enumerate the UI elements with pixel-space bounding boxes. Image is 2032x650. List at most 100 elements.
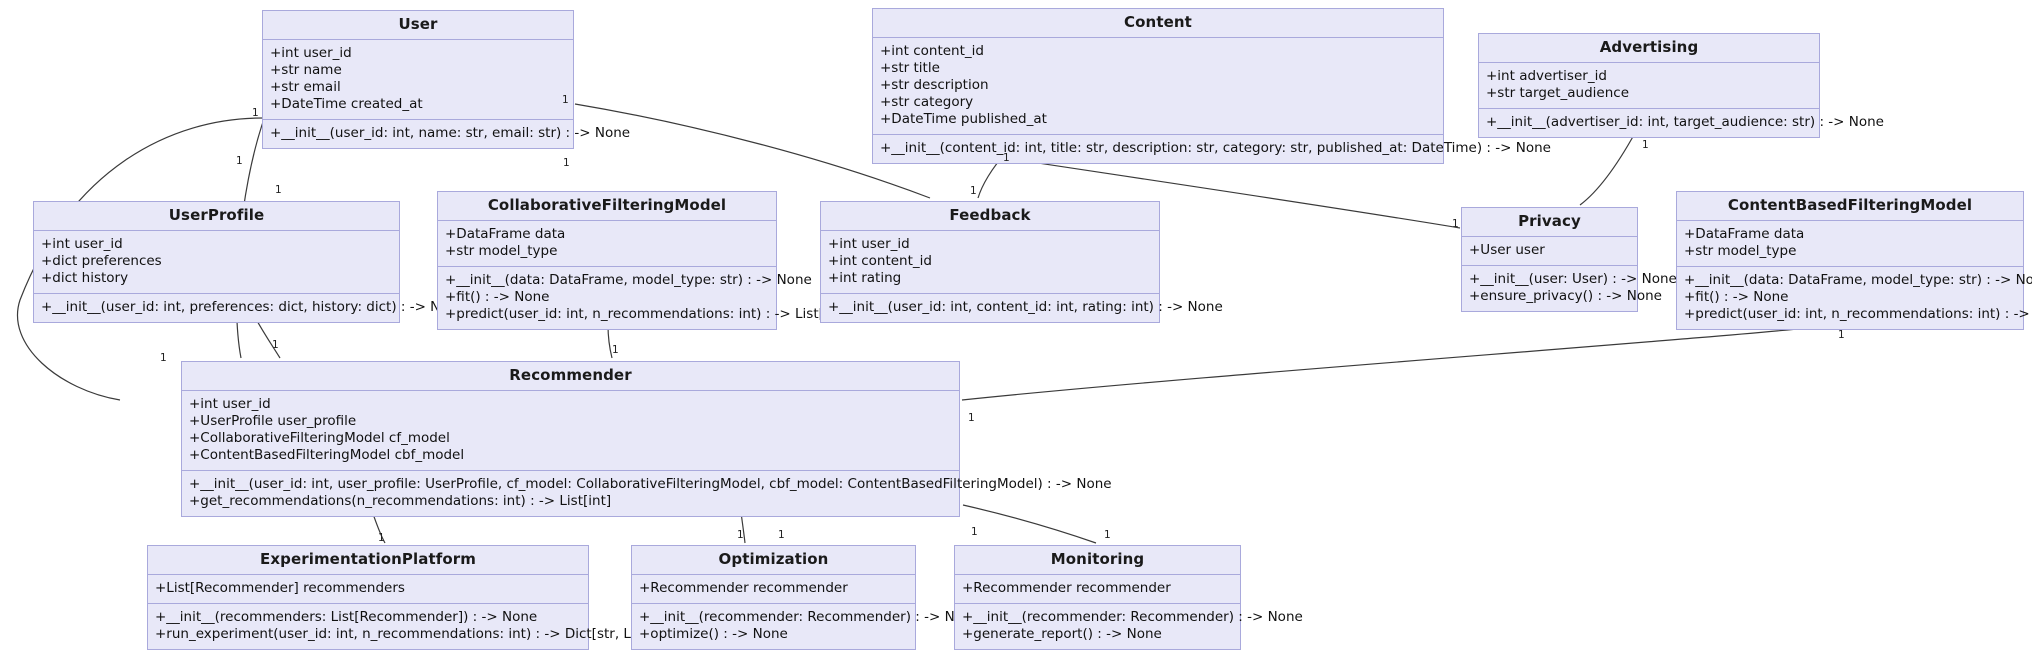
multiplicity-label: 1 xyxy=(778,529,785,541)
uml-attributes-section: +DataFrame data+str model_type xyxy=(438,221,776,268)
multiplicity-label: 1 xyxy=(563,157,570,169)
uml-class-title: User xyxy=(263,11,573,41)
uml-attributes-section: +List[Recommender] recommenders xyxy=(148,575,588,605)
multiplicity-label: 1 xyxy=(1452,218,1459,230)
multiplicity-label: 1 xyxy=(1003,152,1010,164)
multiplicity-label: 1 xyxy=(968,412,975,424)
uml-class-advertising[interactable]: Advertising+int advertiser_id+str target… xyxy=(1478,33,1884,139)
uml-attribute-row: +int user_id xyxy=(270,45,352,62)
uml-attribute-row: +Recommender recommender xyxy=(639,580,848,597)
uml-methods-section: +__init__(data: DataFrame, model_type: s… xyxy=(1677,267,2032,329)
uml-method-row: +generate_report() : -> None xyxy=(962,626,1162,643)
uml-methods-section: +__init__(user_id: int, preferences: dic… xyxy=(34,294,466,322)
uml-attribute-row: +str email xyxy=(270,79,341,96)
uml-class-title: Privacy xyxy=(1462,208,1637,238)
uml-class-title: Monitoring xyxy=(955,546,1240,576)
multiplicity-label: 1 xyxy=(562,94,569,106)
uml-method-row: +__init__(content_id: int, title: str, d… xyxy=(880,140,1551,157)
uml-attributes-section: +User user xyxy=(1462,237,1637,267)
multiplicity-label: 1 xyxy=(970,185,977,197)
uml-attribute-row: +str name xyxy=(270,62,342,79)
uml-attribute-row: +List[Recommender] recommenders xyxy=(155,580,405,597)
uml-attribute-row: +DataFrame data xyxy=(1684,226,1805,243)
uml-attribute-row: +ContentBasedFilteringModel cbf_model xyxy=(189,447,465,464)
uml-method-row: +__init__(recommender: Recommender) : ->… xyxy=(962,609,1303,626)
uml-attribute-row: +int user_id xyxy=(41,236,123,253)
multiplicity-label: 1 xyxy=(252,107,259,119)
uml-methods-section: +__init__(advertiser_id: int, target_aud… xyxy=(1479,109,1884,137)
uml-methods-section: +__init__(user_id: int, content_id: int,… xyxy=(821,294,1223,322)
uml-attribute-row: +str target_audience xyxy=(1486,85,1630,102)
uml-class-title: Optimization xyxy=(632,546,915,576)
uml-class-privacy[interactable]: Privacy +User user +__init__(user: User) :… xyxy=(1461,207,1677,313)
uml-attribute-row: +DataFrame data xyxy=(445,226,566,243)
multiplicity-label: 1 xyxy=(1104,529,1111,541)
uml-attribute-row: +Recommender recommender xyxy=(962,580,1171,597)
uml-attribute-row: +dict preferences xyxy=(41,253,162,270)
multiplicity-label: 1 xyxy=(236,155,243,167)
uml-method-row: +__init__(data: DataFrame, model_type: s… xyxy=(1684,272,2032,289)
uml-method-row: +__init__(user_id: int, content_id: int,… xyxy=(828,299,1223,316)
uml-attributes-section: +int user_id+UserProfile user_profile+Co… xyxy=(182,391,959,472)
uml-class-title: ContentBasedFilteringModel xyxy=(1677,192,2023,222)
uml-methods-section: +__init__(recommender: Recommender) : ->… xyxy=(632,604,980,649)
multiplicity-label: 1 xyxy=(378,532,385,544)
uml-class-monitoring[interactable]: Monitoring +Recommender recommender +__ini… xyxy=(954,545,1303,650)
uml-attribute-row: +str model_type xyxy=(445,243,558,260)
uml-class-title: Feedback xyxy=(821,202,1159,232)
uml-class-user[interactable]: User+int user_id+str name+str email+Date… xyxy=(262,10,630,150)
uml-attribute-row: +User user xyxy=(1469,242,1545,259)
uml-attribute-row: +str category xyxy=(880,94,974,111)
multiplicity-label: 1 xyxy=(1642,139,1649,151)
uml-edge xyxy=(961,324,1839,401)
uml-methods-section: +__init__(recommenders: List[Recommender… xyxy=(148,604,681,649)
uml-method-row: +fit() : -> None xyxy=(445,289,550,306)
uml-class-cbfmodel[interactable]: ContentBasedFilteringModel +DataFrame dat… xyxy=(1676,191,2032,331)
uml-class-content[interactable]: Content+int content_id+str title+str des… xyxy=(872,8,1551,165)
uml-method-row: +get_recommendations(n_recommendations: … xyxy=(189,493,612,510)
uml-methods-section: +__init__(data: DataFrame, model_type: s… xyxy=(438,267,847,329)
uml-method-row: +__init__(data: DataFrame, model_type: s… xyxy=(445,272,812,289)
uml-methods-section: +__init__(user_id: int, name: str, email… xyxy=(263,120,630,148)
uml-methods-section: +__init__(user: User) : -> None+ensure_p… xyxy=(1462,266,1677,311)
uml-attribute-row: +str model_type xyxy=(1684,243,1797,260)
uml-class-feedback[interactable]: Feedback+int user_id+int content_id+int … xyxy=(820,201,1223,324)
uml-method-row: +__init__(user_id: int, preferences: dic… xyxy=(41,299,466,316)
multiplicity-label: 1 xyxy=(275,184,282,196)
multiplicity-label: 1 xyxy=(971,526,978,538)
uml-attributes-section: +int advertiser_id+str target_audience xyxy=(1479,63,1819,110)
multiplicity-label: 1 xyxy=(737,529,744,541)
uml-method-row: +predict(user_id: int, n_recommendations… xyxy=(445,306,847,323)
uml-method-row: +__init__(user: User) : -> None xyxy=(1469,271,1677,288)
uml-class-experimentation[interactable]: ExperimentationPlatform +List[Recommender… xyxy=(147,545,681,650)
uml-method-row: +predict(user_id: int, n_recommendations… xyxy=(1684,306,2032,323)
uml-method-row: +__init__(recommenders: List[Recommender… xyxy=(155,609,538,626)
uml-attribute-row: +str title xyxy=(880,60,940,77)
multiplicity-label: 1 xyxy=(160,352,167,364)
uml-class-userprofile[interactable]: UserProfile+int user_id+dict preferences… xyxy=(33,201,466,324)
uml-attributes-section: +int user_id+str name+str email+DateTime… xyxy=(263,40,573,121)
uml-attributes-section: +int user_id+dict preferences+dict histo… xyxy=(34,231,399,295)
uml-class-cfmodel[interactable]: CollaborativeFilteringModel+DataFrame da… xyxy=(437,191,847,331)
uml-class-optimization[interactable]: Optimization +Recommender recommender +__i… xyxy=(631,545,980,650)
uml-methods-section: +__init__(content_id: int, title: str, d… xyxy=(873,135,1551,163)
uml-method-row: +ensure_privacy() : -> None xyxy=(1469,288,1662,305)
uml-attribute-row: +int advertiser_id xyxy=(1486,68,1607,85)
uml-attributes-section: +int user_id+int content_id+int rating xyxy=(821,231,1159,295)
uml-class-recommender[interactable]: Recommender+int user_id+UserProfile user… xyxy=(181,361,1112,518)
uml-attribute-row: +int user_id xyxy=(189,396,271,413)
uml-attributes-section: +Recommender recommender xyxy=(955,575,1240,605)
uml-method-row: +__init__(user_id: int, user_profile: Us… xyxy=(189,476,1112,493)
uml-class-title: UserProfile xyxy=(34,202,399,232)
uml-methods-section: +__init__(recommender: Recommender) : ->… xyxy=(955,604,1303,649)
uml-attribute-row: +int user_id xyxy=(828,236,910,253)
multiplicity-label: 1 xyxy=(1838,329,1845,341)
uml-edge xyxy=(1579,132,1636,206)
uml-class-title: ExperimentationPlatform xyxy=(148,546,588,576)
uml-method-row: +run_experiment(user_id: int, n_recommen… xyxy=(155,626,681,643)
uml-class-title: Advertising xyxy=(1479,34,1819,64)
uml-attribute-row: +str description xyxy=(880,77,989,94)
uml-attribute-row: +int rating xyxy=(828,270,902,287)
uml-method-row: +__init__(recommender: Recommender) : ->… xyxy=(639,609,980,626)
